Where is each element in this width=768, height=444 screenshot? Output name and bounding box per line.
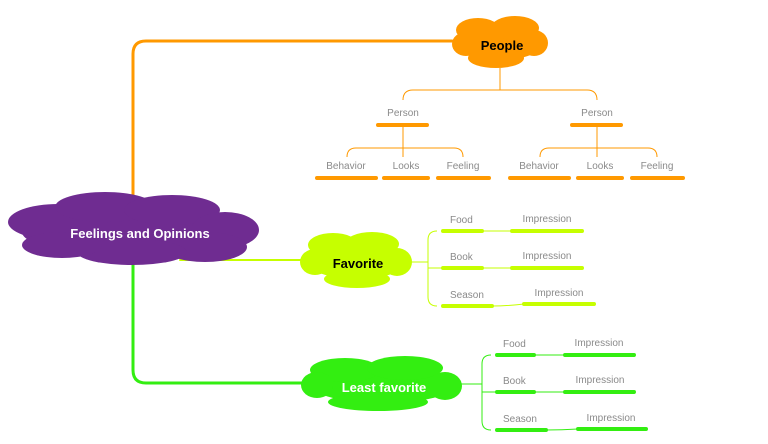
connector-root-people [131,39,454,202]
people-node[interactable]: People [452,16,548,68]
person-label: Person [581,108,613,119]
people-underlines [315,123,685,180]
people-cloud-shape [452,16,548,68]
connector-favorite-items [410,230,442,307]
root-label: Feelings and Opinions [70,226,209,241]
fav-detail-label: Impression [523,214,572,225]
connector-person-1-traits [346,126,464,158]
connector-item-detail [482,230,525,307]
connector-least-items [460,354,496,431]
least-favorite-node[interactable]: Least favorite [301,356,462,411]
trait-label: Looks [587,161,614,172]
connector-root-least [131,260,304,385]
fav-item-label: Book [450,252,474,263]
favorite-node[interactable]: Favorite [300,232,412,288]
trait-label: Feeling [447,161,480,172]
least-favorite-cloud-shape [301,356,462,411]
trait-label: Behavior [326,161,366,172]
favorite-underlines [441,229,596,308]
people-label: People [481,38,524,53]
least-item-label: Book [503,376,527,387]
trait-label: Feeling [641,161,674,172]
connector-item-detail [534,354,579,431]
least-item-label: Season [503,414,537,425]
favorite-cloud-shape [300,232,412,288]
least-detail-label: Impression [575,338,624,349]
favorite-label: Favorite [333,256,384,271]
connector-people-persons [402,68,598,101]
favorite-branch [410,230,525,307]
fav-item-label: Food [450,215,473,226]
people-labels: Person Person Behavior Looks Feeling Beh… [326,108,673,172]
root-node[interactable]: Feelings and Opinions [8,192,259,265]
least-detail-label: Impression [587,413,636,424]
least-branch [460,354,579,431]
favorite-labels: Food Book Season Impression Impression I… [450,214,583,301]
least-underlines [495,353,648,432]
least-labels: Food Book Season Impression Impression I… [503,338,635,425]
fav-item-label: Season [450,290,484,301]
trait-label: Looks [393,161,420,172]
least-item-label: Food [503,339,526,350]
fav-detail-label: Impression [523,251,572,262]
least-favorite-label: Least favorite [342,380,427,395]
fav-detail-label: Impression [535,288,584,299]
person-label: Person [387,108,419,119]
root-cloud-shape [8,192,259,265]
trait-label: Behavior [519,161,559,172]
people-branch [346,68,658,158]
connector-person-2-traits [539,126,658,158]
least-detail-label: Impression [576,375,625,386]
